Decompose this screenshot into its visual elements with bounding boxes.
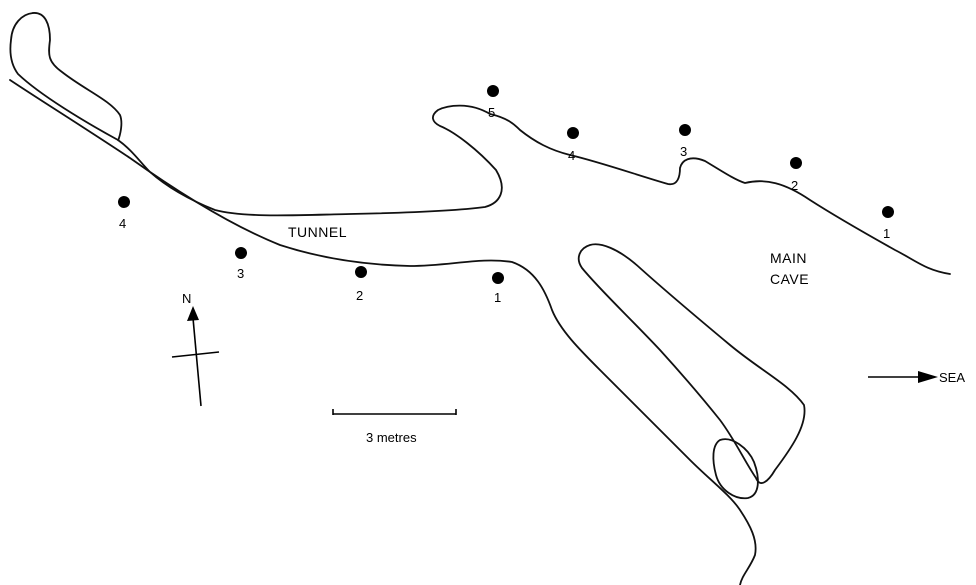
main-cave-label-line2: CAVE: [770, 271, 809, 287]
tunnel-station-3-dot: [235, 247, 247, 259]
main-cave-station-4-label: 4: [568, 148, 575, 163]
tunnel-station-1-label: 1: [494, 290, 501, 305]
sea-direction-arrow-icon: SEA: [868, 370, 965, 385]
scale-bar: 3 metres: [332, 409, 457, 445]
main-cave-station-3-dot: [679, 124, 691, 136]
main-cave-station-3-label: 3: [680, 144, 687, 159]
main-cave-station-1-dot: [882, 206, 894, 218]
main-cave-station-1-label: 1: [883, 226, 890, 241]
north-label: N: [182, 291, 191, 306]
tunnel-station-4-dot: [118, 196, 130, 208]
tunnel-label: TUNNEL: [288, 224, 347, 240]
main-cave-station-4-dot: [567, 127, 579, 139]
tunnel-station-2-label: 2: [356, 288, 363, 303]
main-cave-label-line1: MAIN: [770, 250, 807, 266]
main-cave-station-5-label: 5: [488, 105, 495, 120]
tunnel-station-1-dot: [492, 272, 504, 284]
tunnel-station-4-label: 4: [119, 216, 126, 231]
tunnel-west-end: [32, 12, 123, 141]
tunnel-station-3-label: 3: [237, 266, 244, 281]
sea-label: SEA: [939, 370, 965, 385]
tunnel-north-wall: [9, 12, 951, 275]
main-cave-station-2-label: 2: [791, 178, 798, 193]
tunnel-station-2-dot: [355, 266, 367, 278]
tunnel-south-wall: [9, 79, 757, 585]
north-arrow-icon: N: [171, 291, 220, 407]
small-loop: [712, 438, 759, 500]
scale-label: 3 metres: [366, 430, 417, 445]
central-pillar: [577, 243, 806, 484]
main-cave-station-2-dot: [790, 157, 802, 169]
main-cave-station-5-dot: [487, 85, 499, 97]
